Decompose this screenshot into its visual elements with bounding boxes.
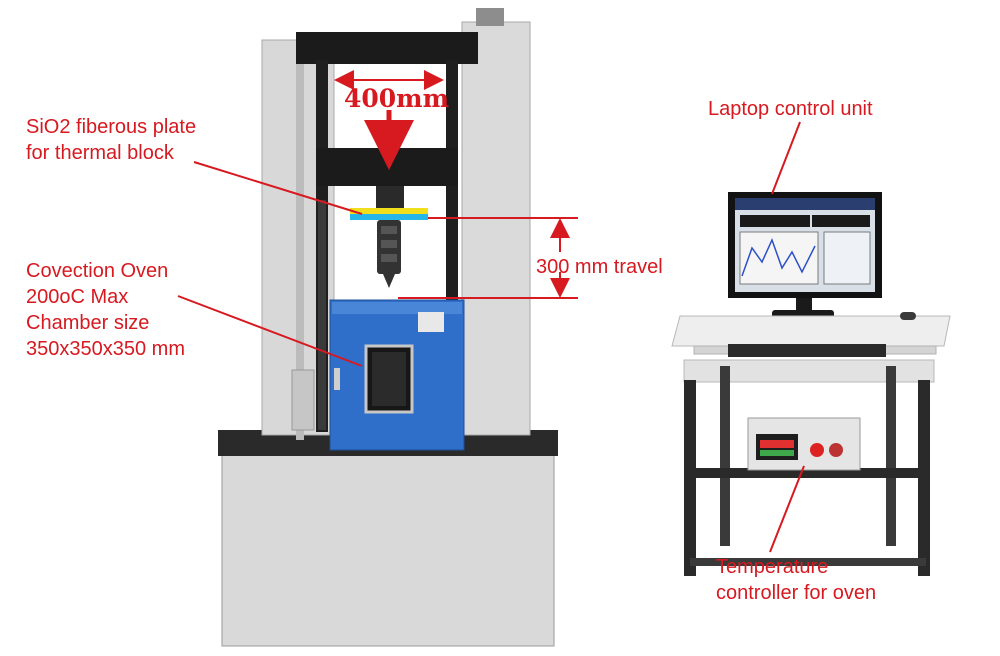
keyboard (728, 344, 886, 357)
sio2-plate (350, 208, 428, 215)
oven-label-line-4: 350x350x350 mm (26, 338, 185, 360)
temperature-label-line-1: Temperature (716, 556, 829, 578)
temperature-label-line-2: controller for oven (716, 582, 877, 604)
control-desk (671, 192, 951, 576)
right-column (461, 21, 531, 436)
testing-machine (218, 8, 558, 647)
annotation-lines (177, 70, 805, 553)
oven-label-line-1: Covection Oven (26, 260, 169, 282)
oven-label-line-3: Chamber size (26, 312, 150, 334)
travel-label: 300 mm travel (536, 256, 663, 278)
laptop-label: Laptop control unit (708, 98, 873, 120)
plate-label-line-1: SiO2 fiberous plate (26, 116, 197, 138)
plate-label-line-2: for thermal block (26, 142, 174, 164)
frame-top-crosshead (296, 32, 478, 64)
oven-label-line-2: 200oC Max (26, 286, 129, 308)
machine-base (221, 449, 555, 647)
width-dimension-label: 400mm (344, 84, 450, 113)
desk-top (671, 315, 951, 347)
